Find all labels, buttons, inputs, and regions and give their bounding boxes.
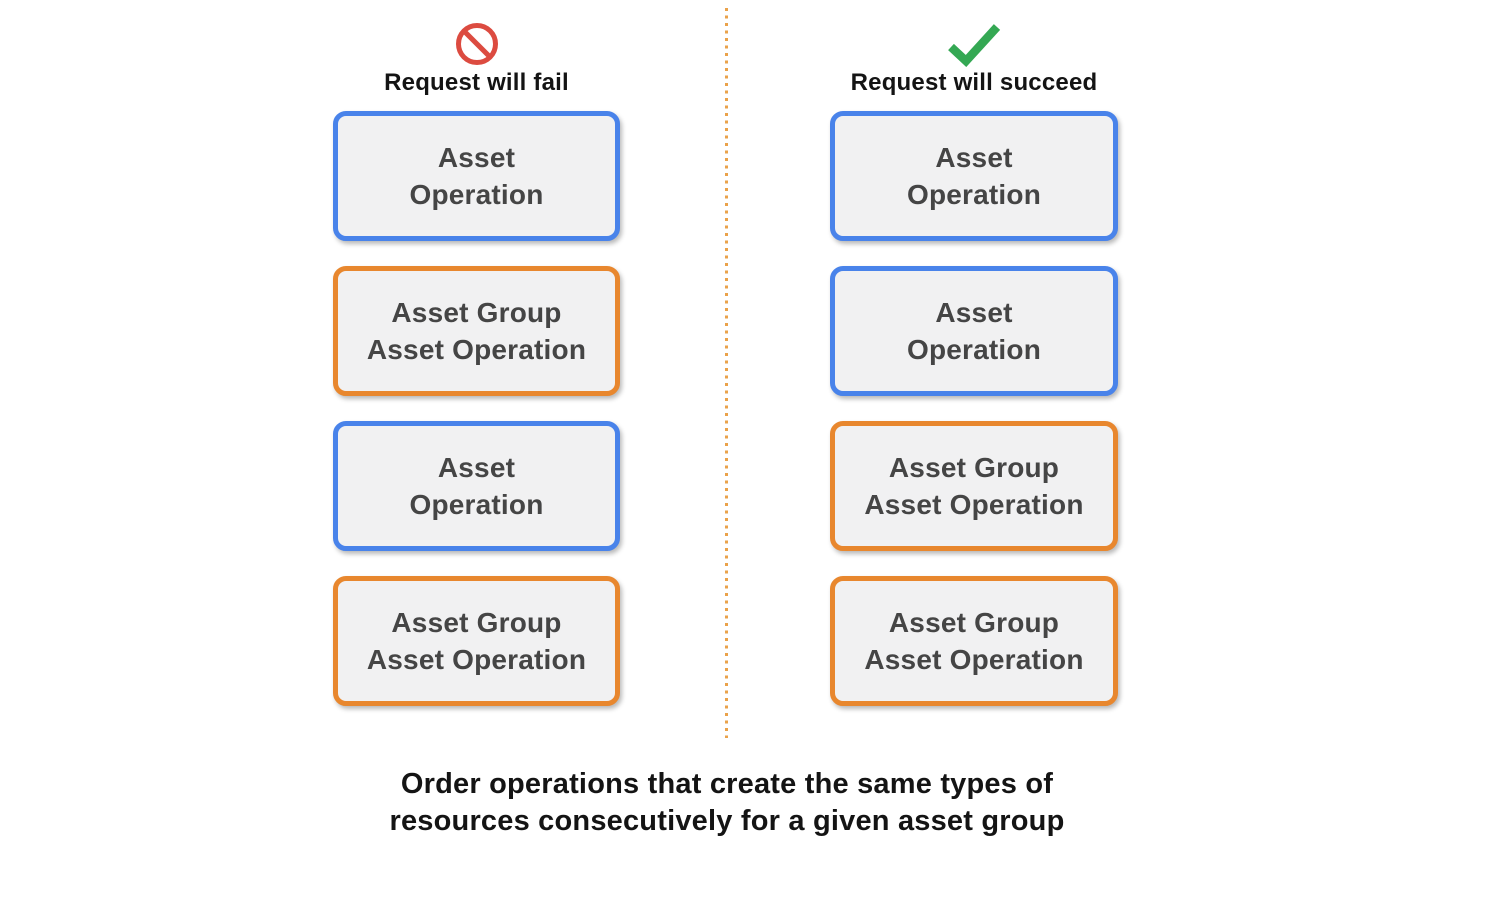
box-label-line: Asset Operation [366,334,587,365]
box-label-line: Asset Group [888,452,1060,483]
box-label-line: Asset Group [888,607,1060,638]
succeed-column-title: Request will succeed [850,69,1098,96]
box-label-line: Asset Group [391,607,562,638]
asset-operation-box: Asset Operation [333,421,620,551]
fail-column: Request will fail Asset Operation Asset … [333,19,620,731]
asset-group-asset-operation-box: Asset Group Asset Operation [830,421,1118,551]
succeed-column: Request will succeed Asset Operation Ass… [830,19,1118,731]
caption: Order operations that create the same ty… [0,766,1454,840]
asset-group-asset-operation-box: Asset Group Asset Operation [333,576,620,706]
asset-group-asset-operation-box: Asset Group Asset Operation [830,576,1118,706]
box-label-line: Asset Operation [864,489,1084,520]
box-label-line: Asset [437,452,516,483]
asset-group-asset-operation-box: Asset Group Asset Operation [333,266,620,396]
box-label-line: Asset [437,142,516,173]
box-label-line: Asset Group [391,297,562,328]
box-label-line: Operation [906,334,1042,365]
box-label-line: Asset [935,142,1013,173]
caption-line-2: resources consecutively for a given asse… [389,805,1065,837]
box-label-line: Operation [409,179,544,210]
prohibition-icon [454,19,500,69]
asset-operation-box: Asset Operation [333,111,620,241]
checkmark-icon [945,19,1003,69]
box-label-line: Operation [409,489,544,520]
box-label-line: Asset Operation [366,644,587,675]
fail-column-title: Request will fail [384,69,569,96]
box-label-line: Asset [935,297,1013,328]
asset-operation-box: Asset Operation [830,111,1118,241]
column-divider [725,8,728,738]
box-label-line: Asset Operation [864,644,1084,675]
box-label-line: Operation [906,179,1042,210]
asset-operation-box: Asset Operation [830,266,1118,396]
caption-line-1: Order operations that create the same ty… [400,768,1054,800]
